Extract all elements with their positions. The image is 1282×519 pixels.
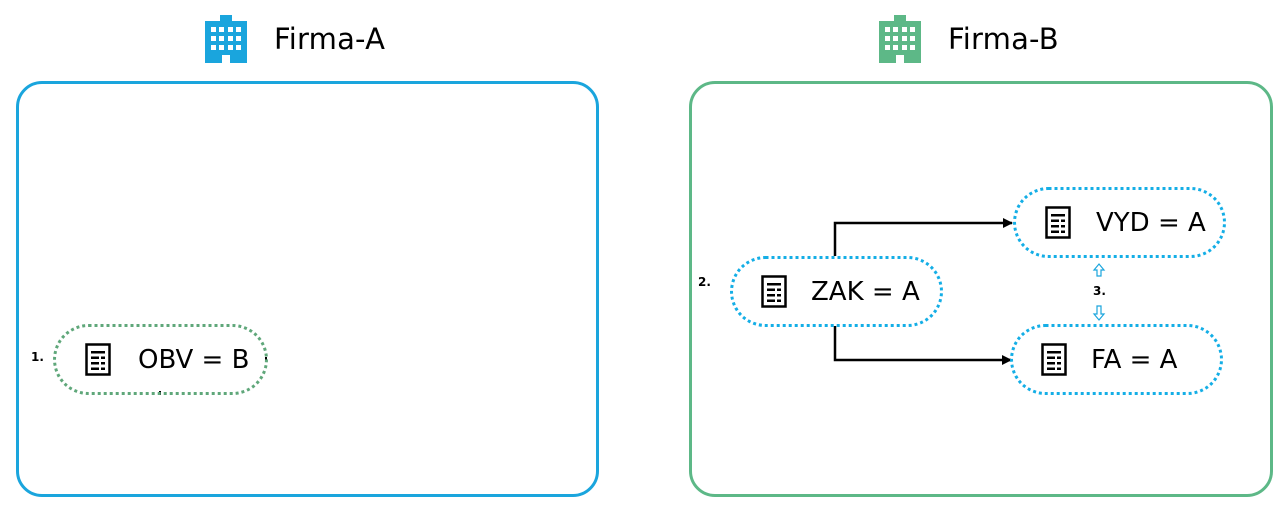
company-header-a: Firma-A [200, 11, 385, 67]
company-title-b: Firma-B [948, 22, 1059, 56]
document-icon [1041, 343, 1067, 376]
step-label-3: 3. [1093, 284, 1106, 298]
step-label-1: 1. [31, 350, 44, 364]
company-header-b: Firma-B [874, 11, 1059, 67]
document-node-fa[interactable]: FA = A [1010, 324, 1223, 395]
document-label: FA = A [1091, 344, 1178, 375]
document-label: ZAK = A [811, 276, 920, 307]
company-frame-b [689, 81, 1273, 497]
document-node-vyd[interactable]: VYD = A [1013, 187, 1226, 258]
document-label: OBV = B [138, 344, 250, 375]
document-label: VYD = A [1096, 207, 1206, 238]
document-node-zak[interactable]: ZAK = A [730, 256, 943, 327]
company-frame-a [16, 81, 599, 497]
building-icon [879, 15, 921, 63]
building-icon [205, 15, 247, 63]
company-title-a: Firma-A [274, 22, 386, 56]
document-icon [1045, 206, 1071, 239]
document-icon [761, 275, 787, 308]
document-node-obv[interactable]: OBV = B [53, 324, 268, 395]
step-label-2: 2. [698, 275, 711, 289]
document-icon [85, 343, 111, 376]
